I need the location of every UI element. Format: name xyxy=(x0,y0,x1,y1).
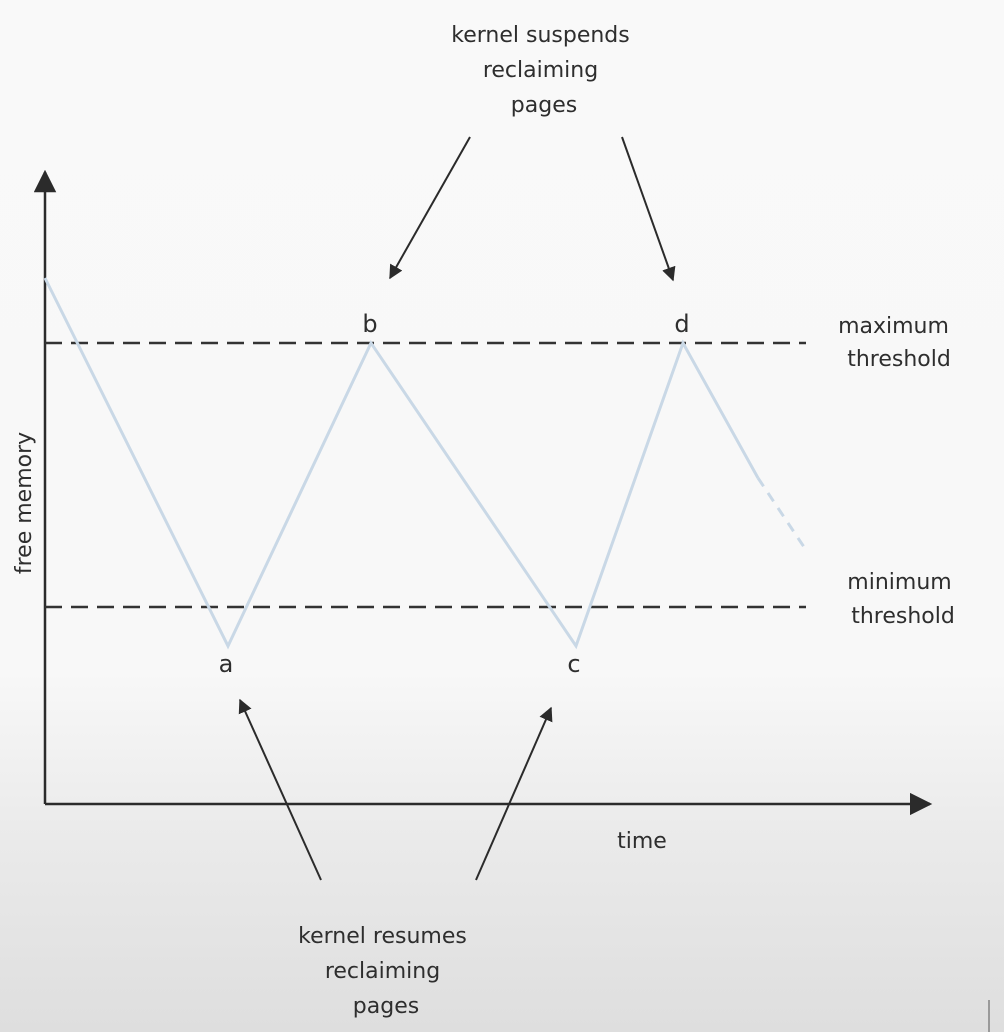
arrow-to-d xyxy=(621,136,676,282)
arrow-to-a xyxy=(238,698,322,881)
arrow-to-b xyxy=(389,136,471,280)
x-axis-label: time xyxy=(617,829,667,854)
point-label-a: a xyxy=(219,650,234,678)
y-axis-label: free memory xyxy=(12,432,37,574)
scrollbar-edge xyxy=(988,1000,990,1032)
resume-annotation-text: kernel resumes reclaiming pages xyxy=(298,924,474,1019)
minimum-threshold-label: minimum threshold xyxy=(847,570,958,629)
point-label-b: b xyxy=(362,310,377,338)
point-label-c: c xyxy=(567,650,580,678)
free-memory-line-continuation xyxy=(756,477,808,551)
free-memory-line xyxy=(43,277,760,650)
point-label-d: d xyxy=(674,310,689,338)
suspend-annotation-text: kernel suspends reclaiming pages xyxy=(451,23,636,118)
maximum-threshold-label: maximum threshold xyxy=(838,314,956,372)
arrow-to-c xyxy=(475,706,553,881)
